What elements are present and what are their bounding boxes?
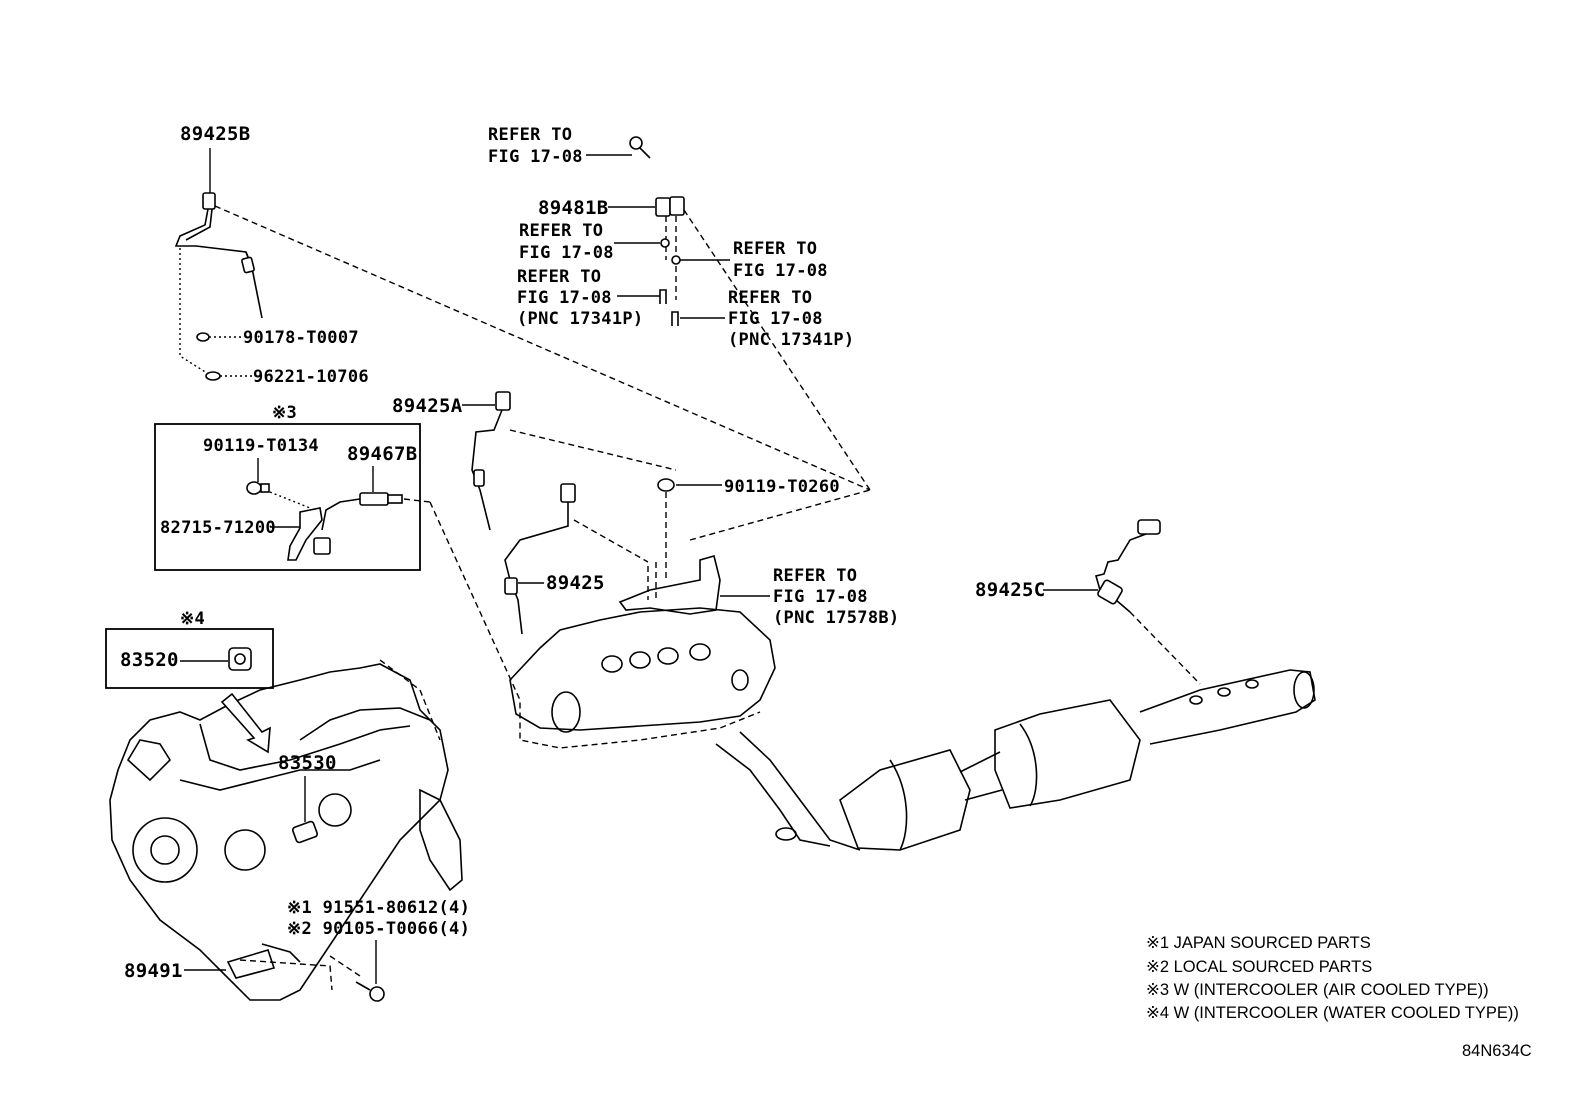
label-89481B: 89481B bbox=[538, 197, 608, 219]
mark-3: ※3 bbox=[272, 403, 297, 423]
label-83520: 83520 bbox=[120, 649, 179, 671]
bracket-82715-71200 bbox=[287, 507, 323, 561]
refer-d-line3: (PNC 17341P) bbox=[517, 309, 643, 329]
arrow-pointer bbox=[220, 692, 271, 754]
refer-e-line3: (PNC 17341P) bbox=[728, 330, 854, 350]
bracket-17578B bbox=[618, 555, 721, 615]
label-bolt-1: ※1 91551-80612(4) bbox=[287, 898, 470, 918]
footnotes: ※1 JAPAN SOURCED PARTS ※2 LOCAL SOURCED … bbox=[1146, 934, 1519, 1022]
refer-f-line1: REFER TO bbox=[773, 566, 857, 586]
label-89425: 89425 bbox=[546, 572, 605, 594]
illustration-code: 84N634C bbox=[1462, 1042, 1532, 1060]
note-1: ※1 JAPAN SOURCED PARTS bbox=[1146, 934, 1371, 952]
bracket-89491 bbox=[226, 943, 333, 991]
switch-83520 bbox=[228, 647, 252, 671]
catalytic-converter-1 bbox=[839, 749, 971, 851]
engine-block bbox=[109, 659, 463, 1001]
note-4: ※4 W (INTERCOOLER (WATER COOLED TYPE)) bbox=[1146, 1004, 1519, 1022]
bolt-90178 bbox=[196, 332, 243, 342]
sensor-89425A bbox=[471, 391, 511, 531]
exhaust-manifold bbox=[429, 501, 776, 749]
refer-b-line2: FIG 17-08 bbox=[519, 243, 614, 263]
label-90119-T0134: 90119-T0134 bbox=[203, 436, 319, 456]
box-variant-4 bbox=[105, 628, 274, 689]
label-89467B: 89467B bbox=[347, 443, 417, 465]
label-90178-T0007: 90178-T0007 bbox=[243, 328, 359, 348]
refer-c-line2: FIG 17-08 bbox=[733, 261, 828, 281]
sensor-83530 bbox=[291, 820, 319, 844]
label-89491: 89491 bbox=[124, 960, 183, 982]
sensor-89425C bbox=[1095, 519, 1161, 613]
nut-96221 bbox=[205, 371, 252, 381]
bolt-90119-T0260 bbox=[657, 478, 675, 580]
vsv-89481B bbox=[655, 196, 685, 217]
rear-pipe bbox=[1139, 669, 1316, 745]
refer-a-line2: FIG 17-08 bbox=[488, 147, 583, 167]
center-pipe bbox=[959, 751, 1003, 801]
label-83530: 83530 bbox=[278, 752, 337, 774]
refer-b-line1: REFER TO bbox=[519, 221, 603, 241]
label-90119-T0260: 90119-T0260 bbox=[724, 477, 840, 497]
exhaust-front-pipe bbox=[715, 731, 861, 851]
sensor-89425B bbox=[174, 192, 263, 319]
catalytic-converter-2 bbox=[994, 699, 1141, 809]
sensor-89467B bbox=[313, 492, 403, 555]
refer-a-line1: REFER TO bbox=[488, 125, 572, 145]
note-2: ※2 LOCAL SOURCED PARTS bbox=[1146, 958, 1372, 976]
label-89425B: 89425B bbox=[180, 123, 250, 145]
refer-f-line2: FIG 17-08 bbox=[773, 587, 868, 607]
label-89425A: 89425A bbox=[392, 395, 463, 417]
bolt-91551-90105 bbox=[355, 981, 385, 1002]
refer-c-line1: REFER TO bbox=[733, 239, 817, 259]
note-3: ※3 W (INTERCOOLER (AIR COOLED TYPE)) bbox=[1146, 981, 1489, 999]
label-82715-71200: 82715-71200 bbox=[160, 518, 276, 538]
bolt-90119-T0134 bbox=[246, 481, 270, 495]
refer-f-line3: (PNC 17578B) bbox=[773, 608, 899, 628]
mark-4: ※4 bbox=[180, 609, 205, 629]
bolt-top bbox=[629, 136, 651, 159]
label-89425C: 89425C bbox=[975, 579, 1045, 601]
label-bolt-2: ※2 90105-T0066(4) bbox=[287, 919, 470, 939]
refer-e-line1: REFER TO bbox=[728, 288, 812, 308]
sensor-89425 bbox=[504, 483, 576, 635]
label-96221-10706: 96221-10706 bbox=[253, 367, 369, 387]
refer-d-line1: REFER TO bbox=[517, 267, 601, 287]
box-variant-3 bbox=[154, 423, 421, 571]
refer-d-line2: FIG 17-08 bbox=[517, 288, 612, 308]
refer-e-line2: FIG 17-08 bbox=[728, 309, 823, 329]
